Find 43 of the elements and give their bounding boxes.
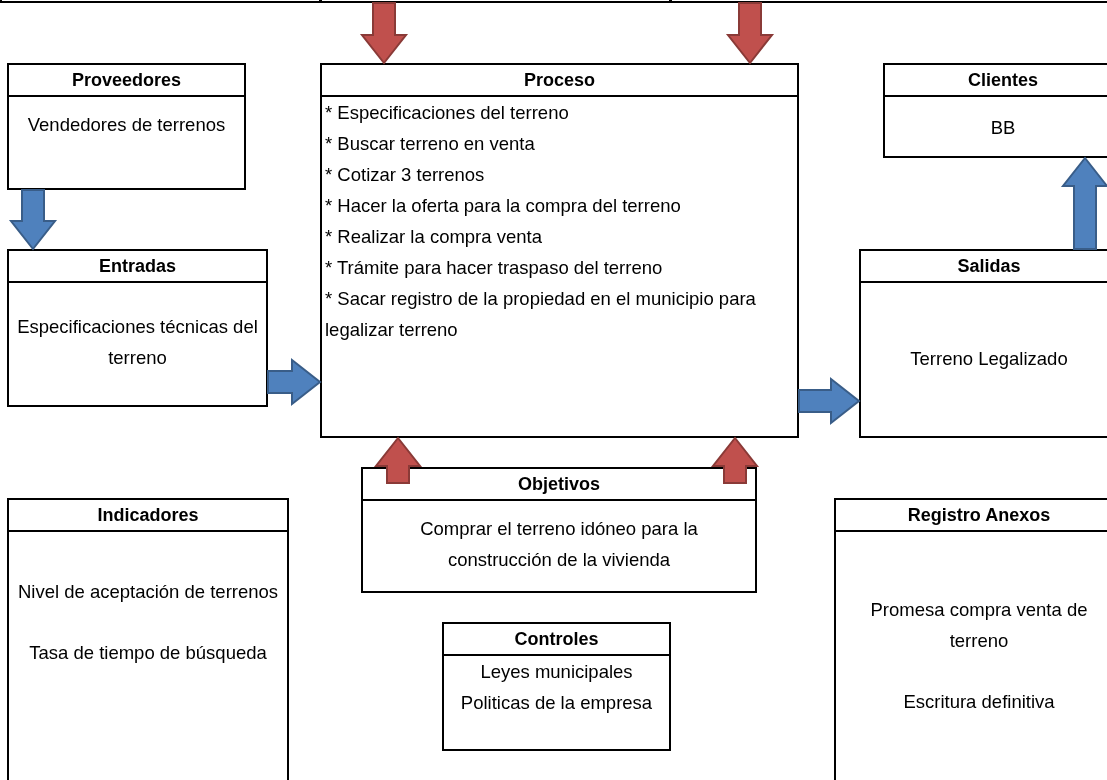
box-heading: Indicadores bbox=[9, 500, 287, 532]
info-box bbox=[7, 63, 246, 190]
block-arrow bbox=[8, 189, 58, 251]
box-text: Escritura definitiva bbox=[903, 690, 1055, 714]
box-text: Nivel de aceptación de terrenos bbox=[17, 580, 279, 604]
list-item: * Sacar registro de la propiedad en el municipio para legalizar terreno bbox=[325, 287, 757, 342]
info-box bbox=[320, 63, 799, 438]
info-box bbox=[859, 249, 1107, 438]
box-heading: Entradas bbox=[9, 251, 266, 283]
box-text: Politicas de la empresa bbox=[460, 691, 653, 715]
box-heading: Clientes bbox=[885, 65, 1107, 97]
list-item: * Especificaciones del terreno bbox=[325, 101, 570, 125]
block-arrow bbox=[798, 376, 861, 426]
block-arrow bbox=[725, 2, 775, 65]
info-box bbox=[442, 622, 671, 751]
box-text: Promesa compra venta de terreno bbox=[869, 598, 1089, 653]
list-item: * Hacer la oferta para la compra del terreno bbox=[325, 194, 682, 218]
list-item: * Trámite para hacer traspaso del terreno bbox=[325, 256, 664, 280]
block-arrow bbox=[359, 2, 409, 65]
box-text: BB bbox=[990, 116, 1016, 140]
box-text: Especificaciones técnicas del terreno bbox=[16, 315, 259, 370]
info-box bbox=[883, 63, 1107, 158]
box-heading: Registro Anexos bbox=[836, 500, 1107, 532]
block-arrow bbox=[710, 436, 760, 484]
info-box bbox=[7, 498, 289, 780]
box-heading: Proveedores bbox=[9, 65, 244, 97]
list-item: * Buscar terreno en venta bbox=[325, 132, 536, 156]
box-text: Comprar el terreno idóneo para la construcción de la vivienda bbox=[419, 517, 699, 572]
box-text: Tasa de tiempo de búsqueda bbox=[29, 641, 267, 665]
box-heading: Salidas bbox=[861, 251, 1107, 283]
box-text: Terreno Legalizado bbox=[910, 347, 1068, 371]
box-heading: Proceso bbox=[322, 65, 797, 97]
list-item: * Cotizar 3 terrenos bbox=[325, 163, 486, 187]
info-box bbox=[361, 467, 757, 593]
info-box bbox=[834, 498, 1107, 780]
block-arrow bbox=[373, 436, 423, 484]
info-box bbox=[7, 249, 268, 407]
block-arrow bbox=[267, 357, 322, 407]
list-item: * Realizar la compra venta bbox=[325, 225, 543, 249]
box-text: Leyes municipales bbox=[480, 660, 633, 684]
box-text: Vendedores de terrenos bbox=[27, 113, 226, 137]
block-arrow bbox=[1060, 156, 1107, 250]
box-heading: Controles bbox=[444, 624, 669, 656]
